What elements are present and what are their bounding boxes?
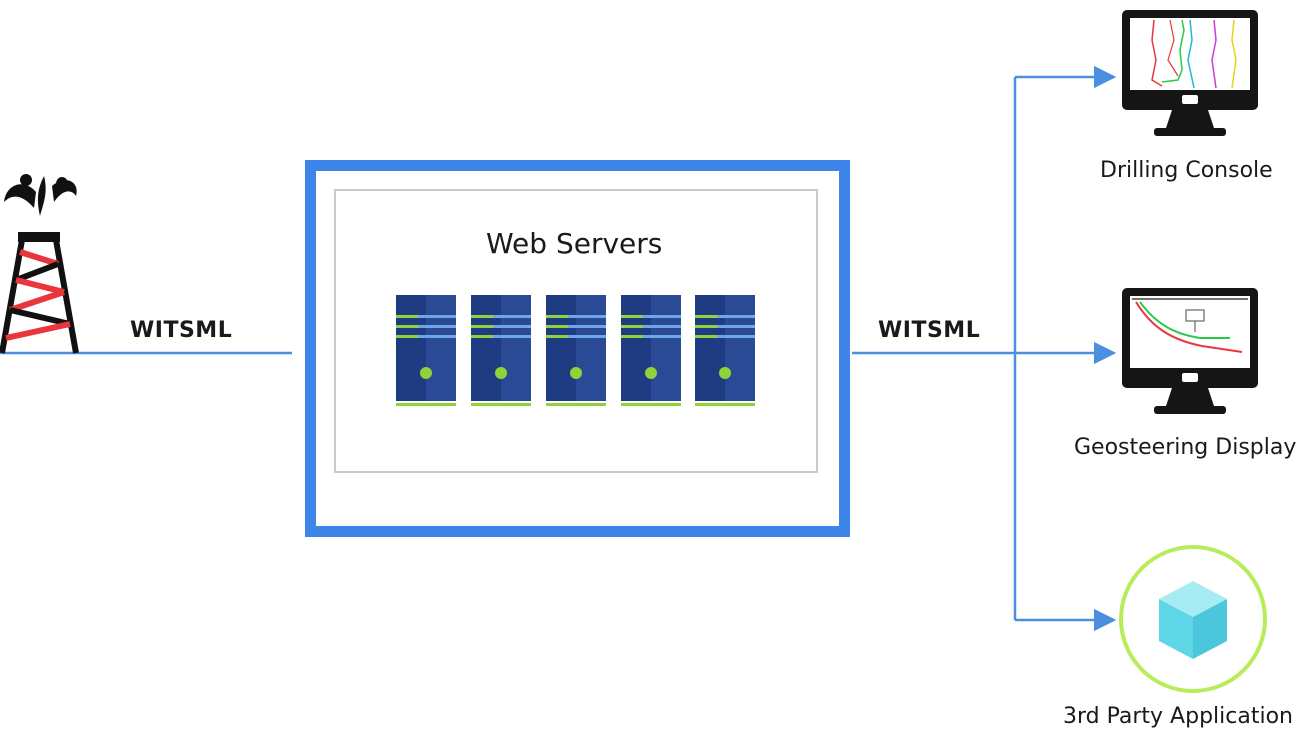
server-rack-icon [396,295,456,406]
server-rack-icon [621,295,681,406]
oil-derrick-icon [0,174,79,354]
server-rack-icon [695,295,755,406]
server-rack-icon [546,295,606,406]
destination-label-3rd-party-application: 3rd Party Application [1063,704,1293,729]
web-servers-title: Web Servers [486,227,663,260]
destination-label-drilling-console: Drilling Console [1100,158,1273,183]
server-rack-icon [471,295,531,406]
monitor-geosteering-icon [1122,288,1258,414]
server-rack-group [396,295,755,406]
right-witsml-label: WITSML [878,318,981,343]
left-witsml-label: WITSML [130,318,233,343]
destination-label-geosteering-display: Geosteering Display [1074,435,1297,460]
monitor-log-curves-icon [1122,10,1258,136]
cube-icon [1119,545,1267,693]
